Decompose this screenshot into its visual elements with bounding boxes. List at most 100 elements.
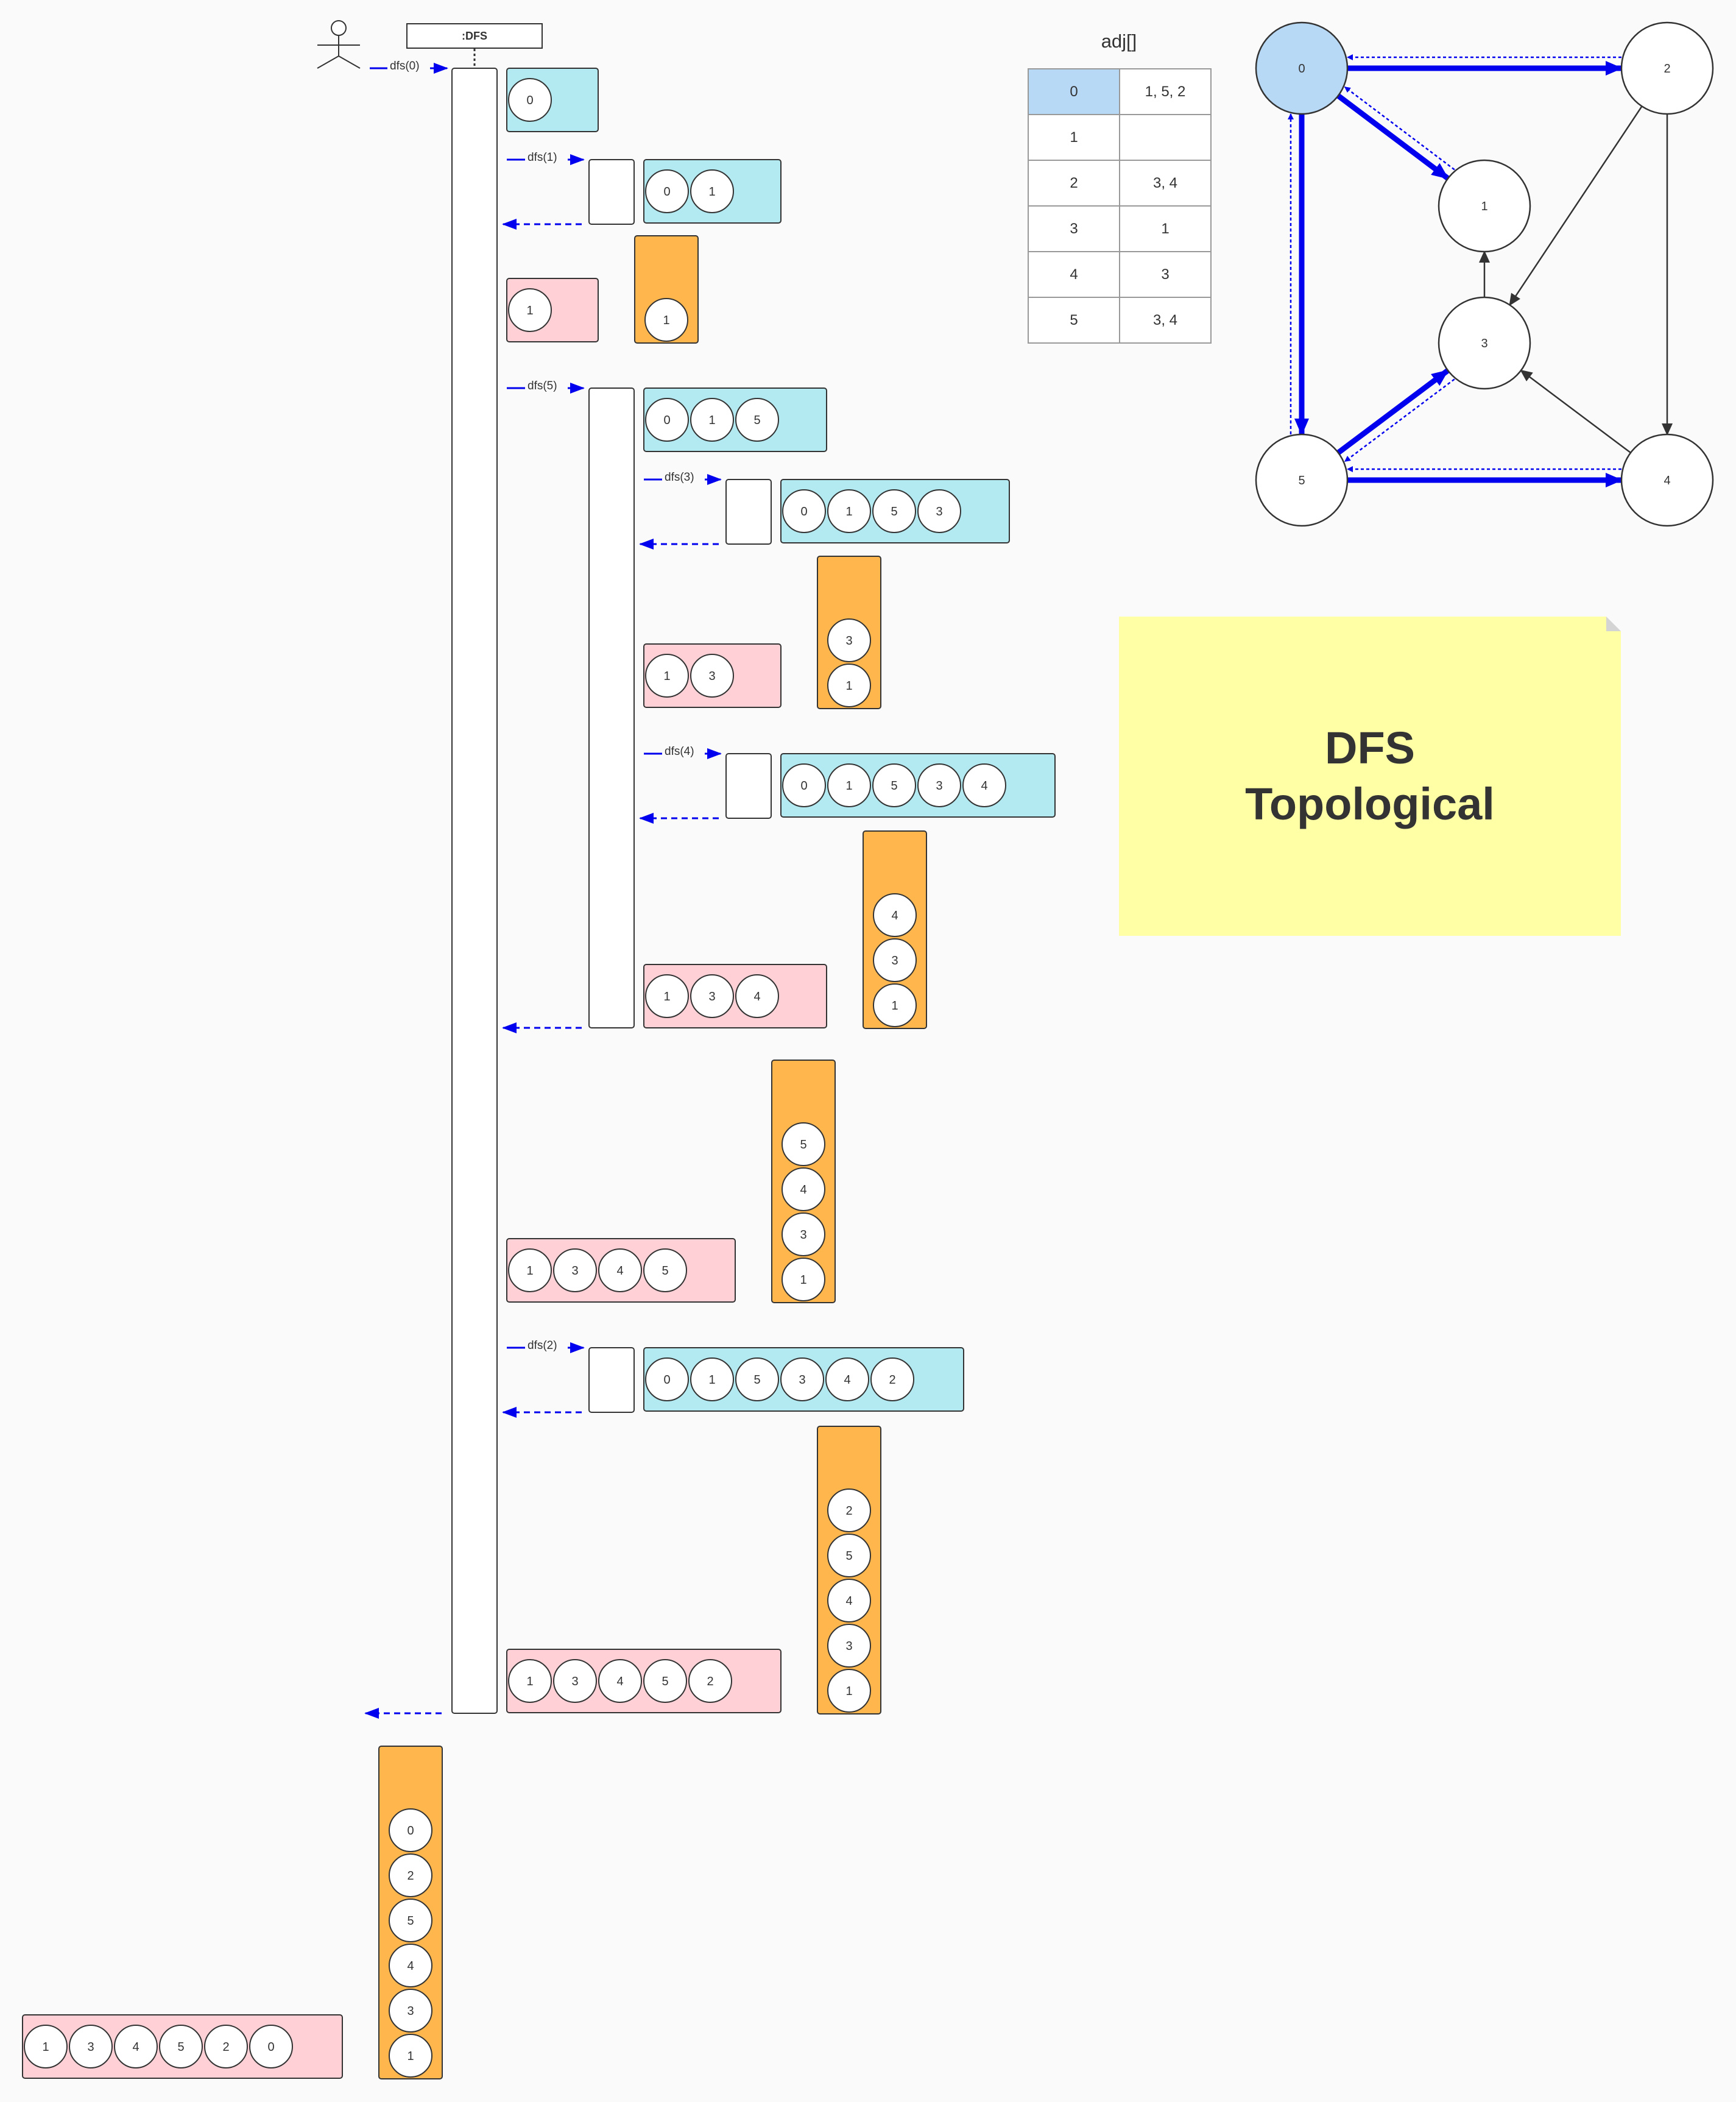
call-label: dfs(4) [665,745,694,758]
graph-node-label: 1 [1481,200,1487,213]
node-label: 4 [844,1373,850,1387]
node-label: 5 [177,2040,184,2054]
node-label: 3 [845,634,852,648]
graph-node [1620,433,1714,527]
node-circle [782,763,826,807]
node-label: 1 [845,505,852,518]
call-label-bg [525,150,568,165]
adj-key: 1 [1028,114,1120,161]
node-circle [645,398,689,442]
node-circle [917,763,961,807]
node-circle [645,654,689,698]
node-label: 3 [845,1640,852,1653]
node-circle [688,1659,732,1703]
lifeline-dfs: :DFS [406,23,543,49]
node-label: 4 [132,2040,139,2054]
node-label: 1 [663,314,669,327]
node-circle [389,1853,432,1897]
adj-table-title: adj[] [1101,30,1137,52]
node-label: 4 [891,909,898,922]
node-circle [204,2025,248,2068]
call-label: dfs(3) [665,471,694,484]
adj-key: 2 [1028,160,1120,207]
adj-value: 3 [1119,251,1212,298]
lifeline-label: :DFS [462,29,487,42]
node-label: 1 [526,1264,533,1278]
node-label: 0 [800,779,807,793]
node-label: 3 [708,670,715,683]
node-circle [873,938,917,982]
call-label-bg [387,58,430,73]
graph-node [1255,21,1349,115]
graph-node [1438,159,1531,253]
adj-value: 3, 4 [1119,160,1212,207]
node-label: 5 [891,505,897,518]
activation-bar [725,479,772,545]
node-label: 1 [526,304,533,317]
node-label: 1 [708,1373,715,1387]
activation-bar [588,387,635,1028]
path-state: 0 [506,68,599,132]
graph-node-label: 0 [1298,62,1305,76]
node-label: 1 [800,1273,806,1287]
node-label: 3 [407,2005,414,2018]
node-circle [389,1899,432,1942]
node-circle [827,1624,871,1668]
node-circle [598,1248,642,1292]
node-circle [389,1808,432,1852]
node-circle [782,1167,825,1211]
call-label-bg [662,744,705,759]
node-circle [735,1357,779,1401]
graph-node-label: 2 [1664,62,1670,76]
node-label: 1 [42,2040,49,2054]
node-label: 2 [889,1373,895,1387]
note-line-1: DFS [1325,723,1415,773]
adj-value: 3, 4 [1119,297,1212,344]
activation-bar [588,1347,635,1413]
graph-node-label: 3 [1481,337,1487,350]
node-circle [827,664,871,707]
node-circle [690,398,734,442]
node-label: 3 [936,779,942,793]
node-circle [782,489,826,533]
call-label: dfs(0) [390,60,420,73]
node-circle [644,298,688,342]
node-circle [827,1534,871,1577]
stack-state: 1 [634,235,699,344]
adj-key: 3 [1028,205,1120,252]
node-circle [114,2025,158,2068]
node-circle [690,974,734,1018]
graph-edge-return [1344,378,1455,462]
node-label: 2 [845,1504,852,1518]
activation-bar [725,753,772,819]
adj-value: 1 [1119,205,1212,252]
node-label: 2 [707,1675,713,1688]
graph-node-label: 4 [1664,474,1670,487]
node-circle [553,1659,597,1703]
node-label: 4 [753,990,760,1003]
node-circle [827,618,871,662]
node-circle [782,1212,825,1256]
call-label: dfs(2) [528,1339,557,1352]
node-circle [508,288,552,332]
node-label: 0 [267,2040,274,2054]
node-circle [553,1248,597,1292]
node-circle [873,983,917,1027]
node-circle [643,1659,687,1703]
node-label: 1 [708,185,715,199]
node-circle [827,1669,871,1713]
adj-key: 4 [1028,251,1120,298]
node-circle [917,489,961,533]
